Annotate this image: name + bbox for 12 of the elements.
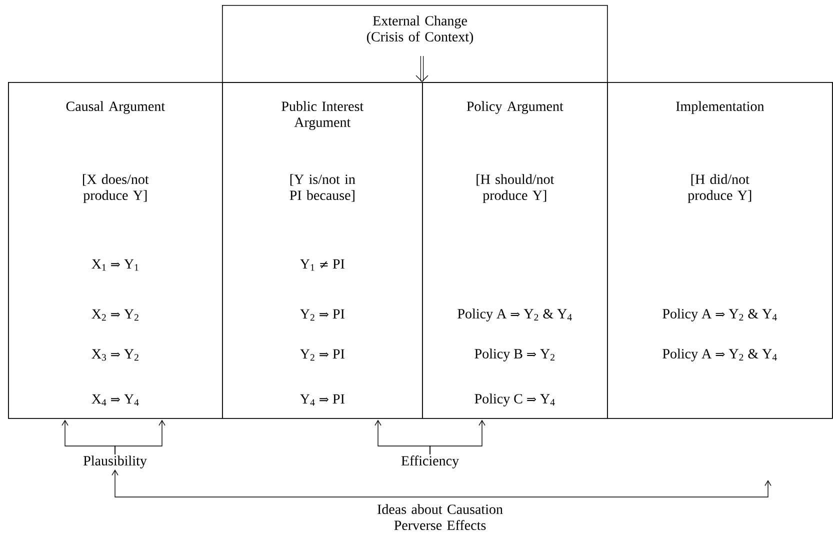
context-box: External Change (Crisis of Context) <box>222 5 608 83</box>
table-column: Implementation [H did/not produce Y] Policy A ⇒ Y$_{2}$ & Y$_{4}$ Policy A ⇒ Y$_{2}$ & Y$_{4}$ <box>607 82 833 419</box>
connector-arrow <box>112 470 772 498</box>
table-column: Policy Argument [H should/not produce Y] Policy A ⇒ Y$_{2}$ & Y$_{4}$ Policy B ⇒ Y$_{2}$ Policy C ⇒ Y$_{4}$ <box>422 82 608 419</box>
bracket-label: Plausibility <box>84 456 147 468</box>
double-arrow <box>416 56 428 82</box>
bracket-label: Efficiency <box>401 456 459 468</box>
table-column: Public Interest Argument [Y is/not in PI because] Y$_{1}$ ≠ PI Y$_{2}$ ⇒ PI Y$_{2}$ ⇒ PI Y$_{4}$ ⇒ PI <box>222 82 423 419</box>
edge-label: Ideas about Causation Perverse Effects <box>378 504 503 530</box>
bracket-arrow <box>430 420 486 455</box>
table-column: Causal Argument [X does/not produce Y] X$_{1}$ ⇒ Y$_{1}$ X$_{2}$ ⇒ Y$_{2}$ X$_{3}$ ⇒ Y$_{2}$ X$_{4}$ ⇒ Y$_{4}$ <box>8 82 223 419</box>
bracket-arrow <box>114 420 166 455</box>
